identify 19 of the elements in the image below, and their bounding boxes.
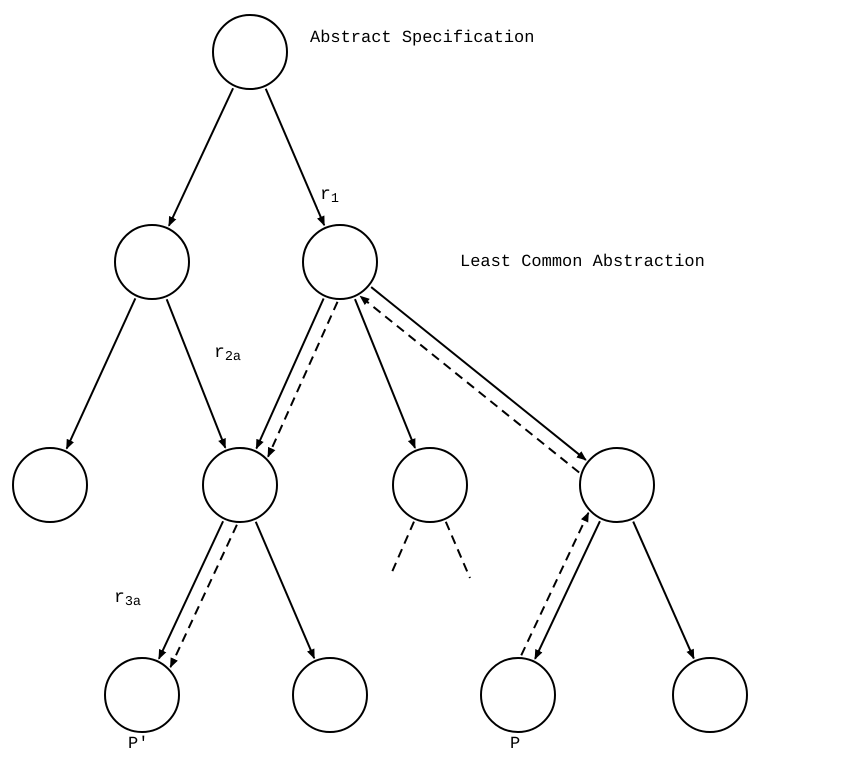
dashed-arrow [520, 512, 590, 656]
dashed-arrow [360, 296, 580, 474]
arrow [370, 286, 587, 461]
arrow [166, 298, 226, 449]
arrow [158, 520, 224, 660]
dashed-arrow [267, 301, 338, 458]
dashed-arrow [170, 524, 238, 668]
node-caption: Abstract Specification [310, 28, 534, 50]
node-caption: P' [128, 734, 148, 756]
arrow [255, 298, 325, 450]
arrow [168, 88, 234, 227]
arrow [354, 298, 416, 449]
arrow [66, 298, 136, 450]
arrow [534, 520, 601, 660]
arrow [632, 521, 695, 660]
arrow [264, 88, 326, 226]
arrow [254, 521, 316, 660]
node-caption: P [510, 734, 520, 756]
annotation-text: Least Common Abstraction [460, 252, 705, 274]
